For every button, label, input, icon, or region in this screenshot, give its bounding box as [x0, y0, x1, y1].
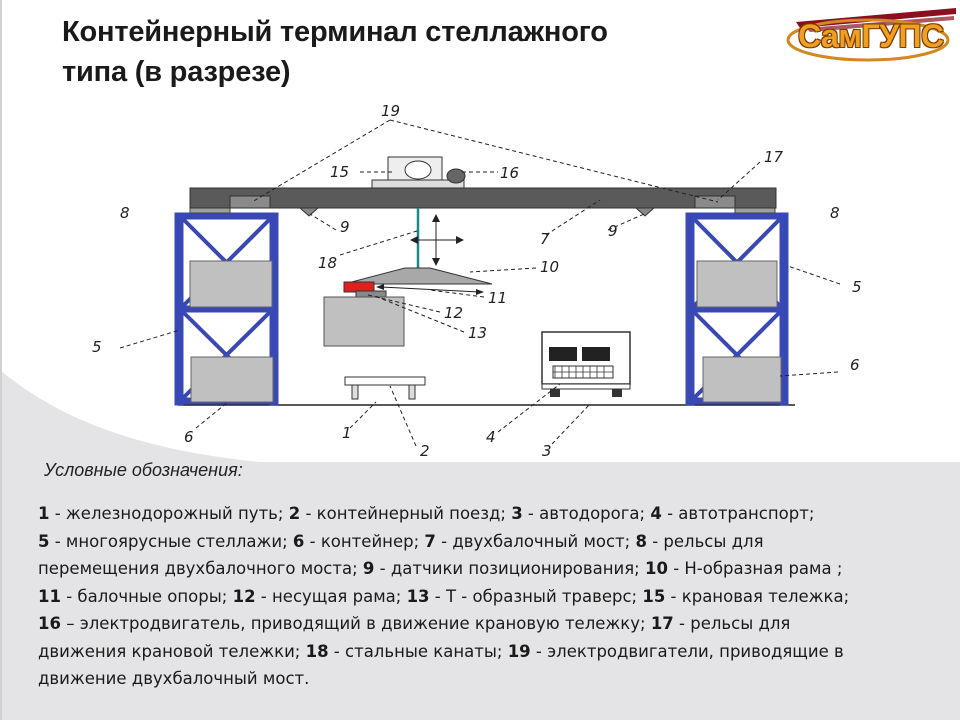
legend-line: движения крановой тележки; 18 - стальные… — [38, 641, 844, 661]
label-13: 13 — [468, 324, 487, 342]
label-16: 16 — [500, 164, 519, 182]
label-4: 4 — [486, 428, 496, 446]
label-12: 12 — [444, 304, 463, 322]
right-end-carriage — [694, 195, 736, 209]
label-3: 3 — [542, 442, 552, 460]
left-lower-container — [190, 356, 274, 403]
label-5-right: 5 — [852, 278, 862, 296]
label-19: 19 — [381, 102, 400, 120]
two-beam-bridge — [189, 187, 777, 209]
hanging-container — [323, 296, 405, 347]
logo-text: СамГУПС — [798, 18, 944, 54]
label-15: 15 — [330, 163, 349, 181]
label-17: 17 — [764, 148, 784, 166]
terminal-diagram: 19 15 16 17 8 8 9 9 7 18 10 11 12 13 5 5… — [92, 102, 862, 460]
title-line-1: Контейнерный терминал стеллажного — [62, 16, 608, 48]
label-8-right: 8 — [830, 204, 840, 222]
trolley-motor — [446, 168, 466, 184]
label-18: 18 — [318, 254, 337, 272]
left-end-carriage — [229, 195, 271, 209]
label-7: 7 — [540, 230, 550, 248]
label-6-left: 6 — [184, 428, 194, 446]
title-line-2: типа (в разрезе) — [62, 56, 291, 88]
truck — [541, 331, 631, 397]
legend-line: 16 – электродвигатель, приводящий в движ… — [38, 614, 791, 633]
left-upper-container — [189, 260, 273, 308]
right-upper-container — [696, 260, 778, 308]
h-frame — [343, 267, 493, 285]
label-2: 2 — [420, 442, 430, 460]
legend-line: 11 - балочные опоры; 12 - несущая рама; … — [38, 586, 850, 606]
legend-line: 5 - многоярусные стеллажи; 6 - контейнер… — [38, 531, 764, 551]
container-train — [344, 376, 426, 386]
page-title: Контейнерный терминал стеллажного типа (… — [62, 12, 608, 92]
right-sensor — [634, 207, 656, 217]
label-9-right: 9 — [608, 222, 618, 240]
label-8-left: 8 — [120, 204, 130, 222]
legend: 1 - железнодорожный путь; 2 - контейнерн… — [38, 500, 938, 693]
leader-lines — [119, 119, 841, 447]
samgups-logo — [786, 8, 956, 62]
label-10: 10 — [540, 258, 559, 276]
legend-line: перемещения двухбалочного моста; 9 - дат… — [38, 559, 843, 578]
label-9-left: 9 — [340, 218, 350, 236]
legend-heading: Условные обозначения: — [44, 460, 243, 480]
label-11: 11 — [488, 289, 507, 307]
legend-line: 1 - железнодорожный путь; 2 - контейнерн… — [38, 504, 815, 523]
legend-line: движение двухбалочный мост. — [38, 669, 310, 688]
right-lower-container — [702, 356, 782, 403]
label-1: 1 — [342, 424, 352, 442]
left-sensor — [298, 207, 320, 217]
label-6-right: 6 — [850, 356, 860, 374]
label-5-left: 5 — [92, 338, 102, 356]
